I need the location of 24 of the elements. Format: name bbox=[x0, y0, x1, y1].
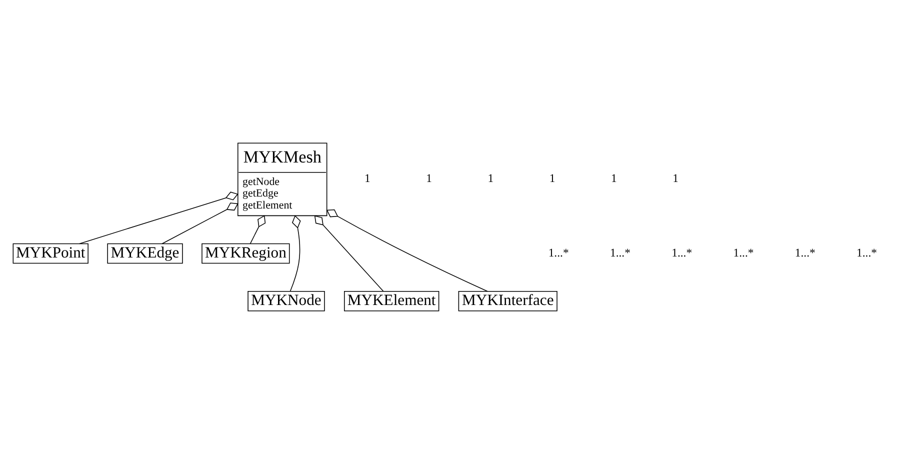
label: 1 bbox=[672, 172, 679, 185]
label: 1...* bbox=[794, 246, 816, 259]
connector bbox=[250, 214, 266, 244]
node-box: MYKRegion bbox=[202, 242, 290, 264]
node-box: MYKInterface bbox=[458, 290, 558, 311]
label: 1 bbox=[426, 172, 432, 185]
label: 1...* bbox=[610, 246, 630, 259]
connector bbox=[326, 208, 488, 292]
label: 1 bbox=[549, 172, 556, 185]
connector bbox=[79, 191, 238, 244]
connector bbox=[290, 214, 301, 291]
label: 1...* bbox=[733, 246, 754, 259]
connector bbox=[162, 202, 238, 244]
node-box: MYKNode bbox=[248, 290, 325, 311]
label: 1 bbox=[488, 172, 494, 185]
node-box: MYKEdge bbox=[107, 242, 183, 264]
label: 1...* bbox=[548, 246, 569, 259]
label: 1 bbox=[611, 172, 617, 185]
label: 1...* bbox=[856, 246, 877, 259]
connector bbox=[314, 214, 384, 292]
node-box: MYKPoint bbox=[12, 242, 88, 264]
label: 1 bbox=[364, 172, 370, 185]
label: 1...* bbox=[672, 246, 692, 259]
node-box: MYKElement bbox=[344, 290, 440, 311]
